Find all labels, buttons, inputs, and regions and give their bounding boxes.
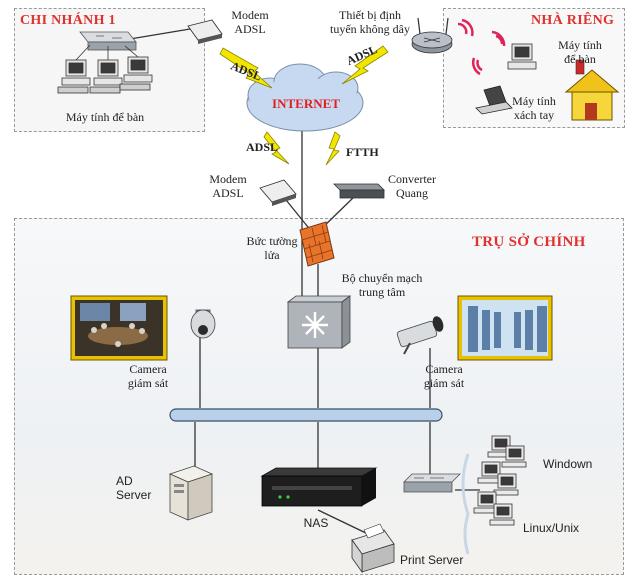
camera-left-label: Camera giám sát bbox=[127, 362, 169, 390]
firewall-label: Bức tường lửa bbox=[246, 234, 298, 262]
house-icon bbox=[564, 59, 620, 121]
branch-modem-device bbox=[187, 19, 223, 44]
wifi-signals bbox=[457, 18, 506, 76]
ad-server-device bbox=[168, 465, 214, 521]
server-room-screen bbox=[457, 295, 553, 361]
lightning-links bbox=[219, 45, 389, 166]
access-switch-device bbox=[403, 473, 461, 493]
meeting-room-screen bbox=[70, 295, 168, 361]
home-laptop-device bbox=[475, 85, 513, 115]
firewall-device bbox=[299, 221, 335, 267]
bullet-camera-device bbox=[396, 316, 444, 355]
printer-device bbox=[351, 523, 395, 574]
windows-label: Windown bbox=[543, 457, 593, 471]
branch-title: CHI NHÁNH 1 bbox=[20, 13, 116, 28]
dome-camera-device bbox=[190, 309, 216, 339]
branch-modem-label: Modem ADSL bbox=[231, 8, 269, 36]
nas-label: NAS bbox=[303, 516, 329, 530]
internet-ftth-label: FTTH bbox=[346, 145, 379, 159]
workstation-cluster bbox=[473, 435, 527, 526]
home-desktop-label: Máy tính để bàn bbox=[558, 38, 602, 66]
ad-server-label: AD Server bbox=[116, 474, 152, 502]
branch-desktops-label: Máy tính để bàn bbox=[65, 110, 145, 124]
home-router-device bbox=[411, 17, 453, 54]
converter-label: Converter Quang bbox=[388, 172, 436, 200]
core-switch-device bbox=[286, 295, 352, 349]
core-switch-label: Bộ chuyển mạch trung tâm bbox=[341, 271, 423, 299]
home-laptop-label: Máy tính xách tay bbox=[512, 94, 556, 122]
hq-region bbox=[14, 218, 624, 575]
hq-title: TRỤ SỞ CHÍNH bbox=[472, 234, 586, 250]
internet-cloud bbox=[246, 63, 364, 132]
home-title: NHÀ RIÊNG bbox=[531, 13, 615, 28]
converter-device bbox=[333, 183, 385, 199]
linux-label: Linux/Unix bbox=[523, 521, 580, 535]
workstation-bracket bbox=[461, 453, 470, 555]
home-desktop-device bbox=[507, 43, 537, 70]
nas-device bbox=[260, 467, 378, 507]
edge-modem-label: Modem ADSL bbox=[209, 172, 247, 200]
branch-desktops bbox=[57, 44, 153, 94]
home-router-label: Thiết bị định tuyến không dây bbox=[330, 8, 410, 36]
branch-switch bbox=[79, 31, 137, 51]
internet-label: INTERNET bbox=[272, 96, 340, 111]
lan-bus bbox=[169, 408, 443, 422]
internet-adsl-label: ADSL bbox=[246, 140, 279, 154]
edge-modem-device bbox=[259, 179, 297, 206]
print-server-label: Print Server bbox=[400, 553, 464, 567]
camera-right-label: Camera giám sát bbox=[423, 362, 465, 390]
